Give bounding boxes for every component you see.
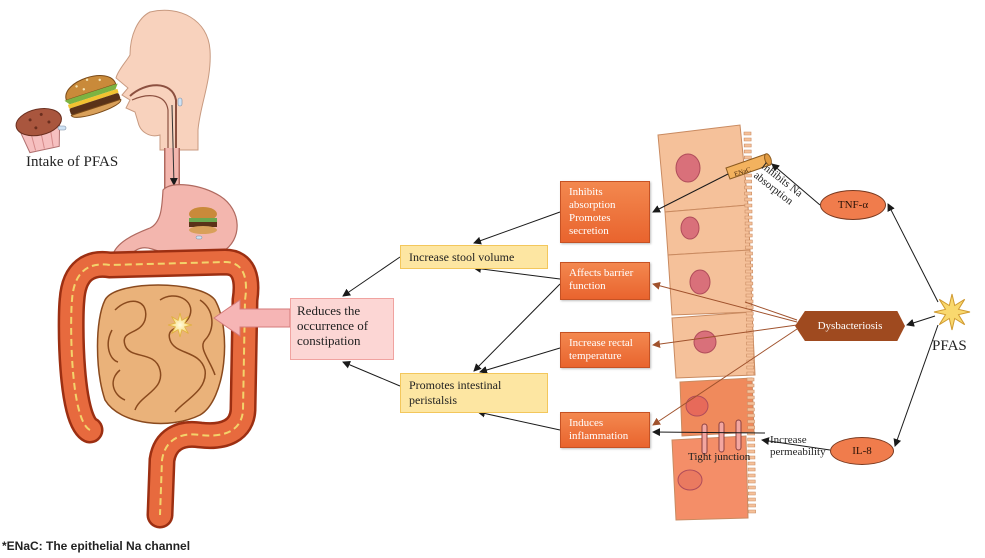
- burger-icon: [60, 69, 125, 121]
- barrier-box: Affects barrier function: [560, 262, 650, 300]
- tnf-node: TNF-α: [820, 190, 886, 220]
- arrow-pfas-to-dysbacteriosis: [907, 316, 935, 325]
- footnote: *ENaC: The epithelial Na channel: [2, 539, 190, 553]
- intake-label: Intake of PFAS: [26, 154, 118, 171]
- outcome-box: Reduces the occurrence of constipation: [290, 298, 394, 360]
- stool-volume-box: Increase stool volume: [400, 245, 548, 269]
- arrow-barrier-to-stool: [474, 268, 560, 279]
- dysbacteriosis-node: Dysbacteriosis: [795, 311, 905, 341]
- arrow-inflammation-to-peristalsis: [478, 412, 560, 430]
- peristalsis-box: Promotes intestinal peristalsis: [400, 373, 548, 413]
- arrow-absorption-to-stool: [474, 212, 560, 243]
- star-icon: [168, 313, 192, 337]
- arrow-temperature-to-peristalsis: [480, 348, 560, 372]
- temperature-box: Increase rectal temperature: [560, 332, 650, 368]
- pfas-label: PFAS: [932, 338, 967, 355]
- arrow-pfas-to-tnf: [888, 204, 938, 302]
- small-intestine-icon: [98, 285, 225, 423]
- permeability-label: Increase permeability: [770, 434, 836, 458]
- tight-junction-label: Tight junction: [688, 451, 750, 463]
- il8-node: IL-8: [830, 437, 894, 465]
- head-icon: [116, 10, 210, 150]
- pfas-star-icon: [934, 294, 970, 330]
- arrow-stool-to-outcome: [343, 257, 400, 296]
- line-dysbiosis-to-cells: [745, 302, 797, 320]
- inflammation-box: Induces inflammation: [560, 412, 650, 448]
- absorption-box: Inhibits absorption Promotes secretion: [560, 181, 650, 243]
- arrow-barrier-to-peristalsis: [474, 284, 560, 371]
- arrow-peristalsis-to-outcome: [343, 362, 400, 386]
